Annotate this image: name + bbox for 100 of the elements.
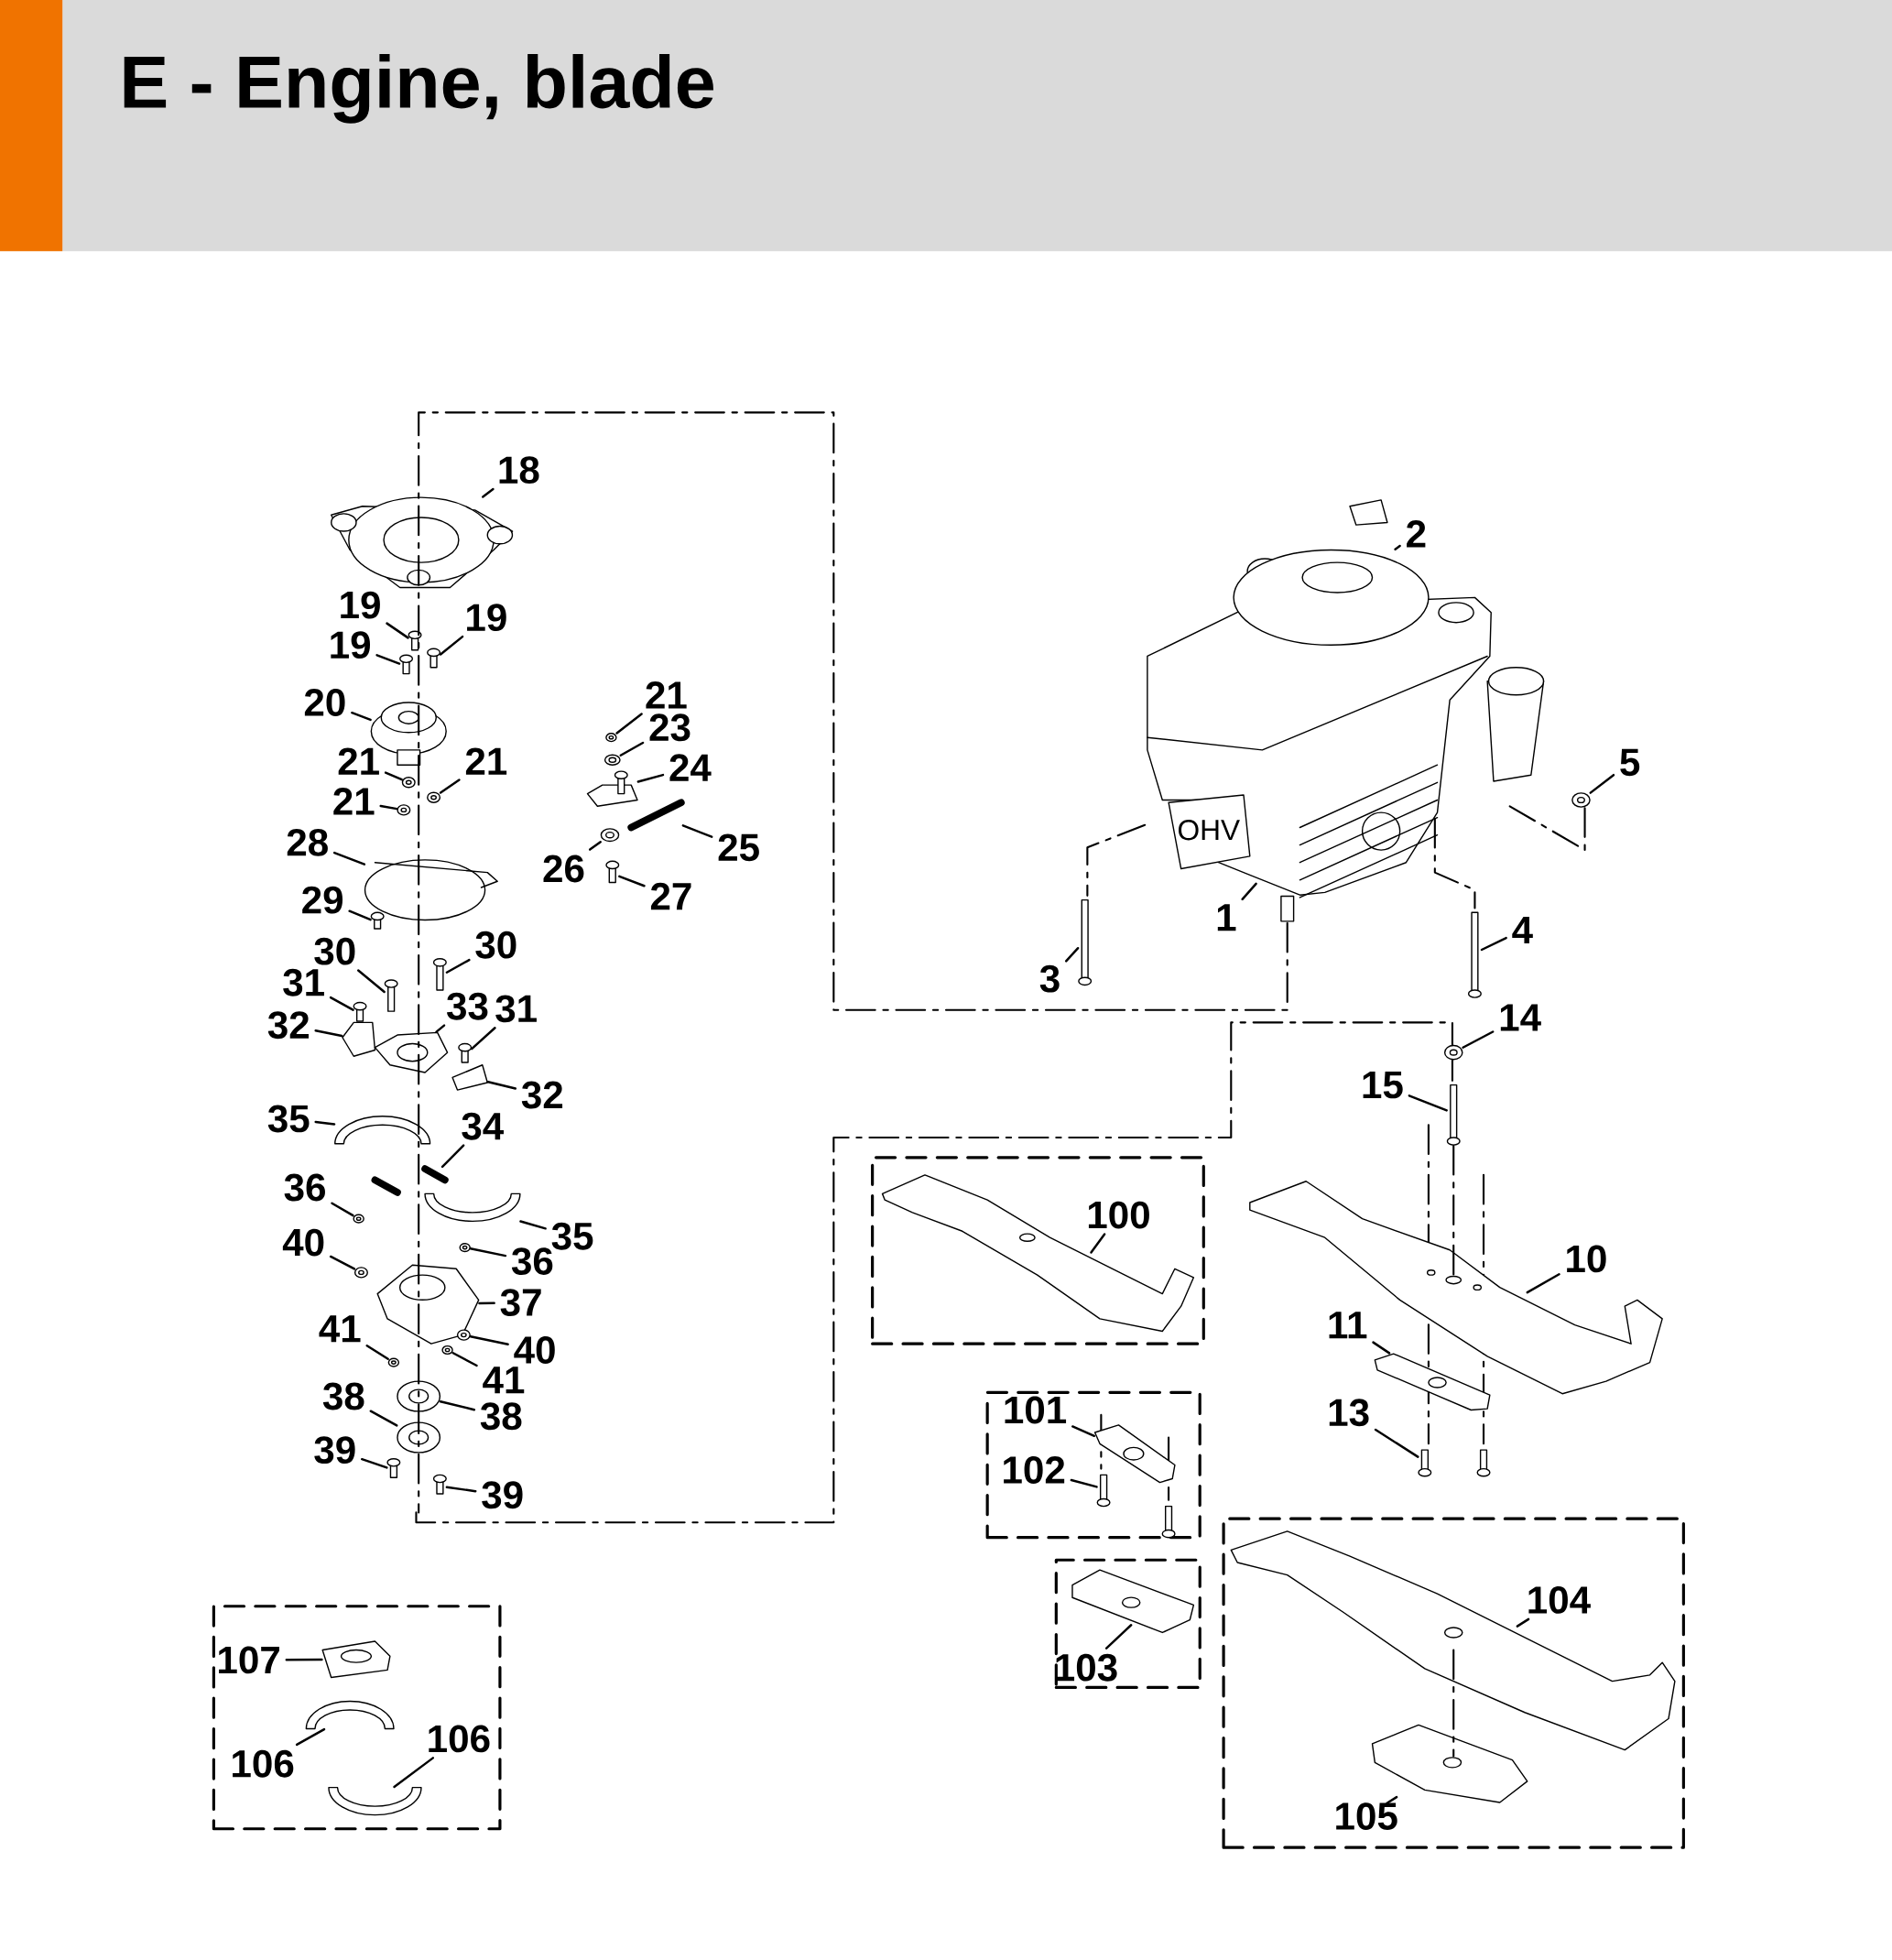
- alignment-line: [417, 411, 1289, 1514]
- leader-line: [615, 713, 643, 735]
- brake-shoe-drawing: [424, 1192, 521, 1223]
- leader-line: [588, 840, 602, 851]
- leader-line: [519, 1220, 547, 1230]
- housing-drawing: [376, 1264, 480, 1345]
- callout-number: 28: [287, 828, 328, 856]
- leader-line: [619, 741, 645, 757]
- callout-number: 35: [551, 1222, 593, 1250]
- alignment-line: [1433, 817, 1476, 909]
- leader-line: [470, 1027, 496, 1051]
- leader-line: [365, 1345, 389, 1360]
- screw-drawing: [426, 648, 440, 669]
- lever-drawing: [586, 770, 638, 807]
- leader-line: [1070, 1478, 1098, 1488]
- nut-drawing: [353, 1214, 364, 1224]
- nut-drawing: [1571, 792, 1591, 808]
- callout-number: 39: [482, 1481, 523, 1509]
- callout-number: 41: [483, 1367, 525, 1394]
- leader-line: [329, 1255, 356, 1270]
- plate-drawing: [321, 1640, 391, 1679]
- leader-line: [1480, 936, 1507, 952]
- leader-line: [469, 1334, 509, 1345]
- leader-line: [439, 635, 464, 656]
- brake-shoe-drawing: [328, 1786, 422, 1816]
- leader-line: [356, 969, 386, 994]
- nut-drawing: [426, 791, 440, 803]
- bolt-drawing: [1096, 1474, 1111, 1508]
- leader-line: [393, 1757, 434, 1789]
- washer-drawing: [600, 828, 620, 843]
- leader-line: [314, 1029, 343, 1038]
- leader-line: [439, 779, 461, 794]
- nut-drawing: [397, 804, 411, 816]
- callout-number: 30: [475, 931, 516, 959]
- bearing-drawing: [397, 1380, 440, 1412]
- brake-shoe-drawing: [333, 1116, 431, 1145]
- callout-number: 33: [446, 992, 488, 1020]
- leader-line: [384, 771, 403, 781]
- callout-number: 10: [1567, 1245, 1606, 1273]
- callout-number: 31: [283, 968, 324, 996]
- leader-line: [1516, 1617, 1530, 1628]
- callout-number: 37: [500, 1289, 541, 1317]
- callout-number: 27: [650, 882, 691, 910]
- callout-number: 35: [267, 1105, 310, 1133]
- washer-drawing: [603, 754, 621, 766]
- callout-number: 25: [718, 833, 759, 862]
- leader-line: [1372, 1341, 1391, 1355]
- callout-number: 14: [1500, 1004, 1541, 1031]
- leader-line: [445, 958, 471, 974]
- leader-line: [314, 1120, 336, 1126]
- callout-number: 4: [1512, 916, 1533, 943]
- dashed-frame: [212, 1605, 502, 1831]
- leader-line: [478, 1301, 495, 1305]
- alignment-line: [1508, 805, 1586, 852]
- callout-number: 30: [314, 937, 355, 965]
- callout-number: 103: [1056, 1653, 1117, 1682]
- callout-number: 40: [282, 1228, 324, 1257]
- callout-number: 15: [1363, 1071, 1403, 1099]
- leader-line: [379, 804, 398, 811]
- leader-line: [435, 1024, 446, 1033]
- plate-drawing: [1374, 1353, 1491, 1411]
- callout-number: 31: [495, 995, 537, 1023]
- callout-number: 101: [1005, 1396, 1066, 1424]
- blade-drawing: [1230, 1530, 1676, 1751]
- nut-drawing: [387, 1357, 399, 1367]
- dashed-frame: [985, 1390, 1202, 1540]
- pad-drawing: [451, 1064, 488, 1091]
- screw-drawing: [398, 654, 413, 675]
- leader-line: [331, 1202, 354, 1217]
- callout-number: 26: [543, 855, 584, 883]
- nut-drawing: [605, 733, 617, 743]
- callout-number: 107: [218, 1646, 279, 1674]
- callout-number: 100: [1088, 1201, 1149, 1229]
- leader-line: [469, 1247, 507, 1258]
- blade-drawing: [881, 1174, 1194, 1333]
- plate-drawing: [1371, 1724, 1528, 1803]
- callout-number: 11: [1329, 1312, 1367, 1339]
- leader-line: [1090, 1233, 1106, 1254]
- callout-number: 106: [232, 1749, 294, 1778]
- bolt-drawing: [1467, 911, 1482, 998]
- bolt-drawing: [1418, 1449, 1432, 1477]
- leader-line: [617, 875, 646, 887]
- alignment-line: [1452, 1144, 1455, 1277]
- alignment-line: [1452, 1649, 1455, 1758]
- leader-line: [451, 1352, 478, 1367]
- bolt-drawing: [1078, 898, 1093, 986]
- leader-line: [1394, 544, 1401, 551]
- leader-line: [681, 824, 713, 838]
- screw-drawing: [353, 1001, 367, 1022]
- screw-drawing: [432, 958, 447, 991]
- callout-number: 32: [267, 1011, 309, 1040]
- leader-line: [1064, 946, 1080, 963]
- callout-number: 3: [1039, 964, 1060, 993]
- callout-number: 29: [302, 886, 343, 914]
- bolt-drawing: [1446, 1083, 1461, 1146]
- leader-line: [329, 996, 354, 1011]
- alignment-line: [1451, 1059, 1453, 1082]
- screw-drawing: [370, 911, 385, 930]
- leader-line: [386, 622, 409, 639]
- callout-number: 36: [511, 1247, 553, 1276]
